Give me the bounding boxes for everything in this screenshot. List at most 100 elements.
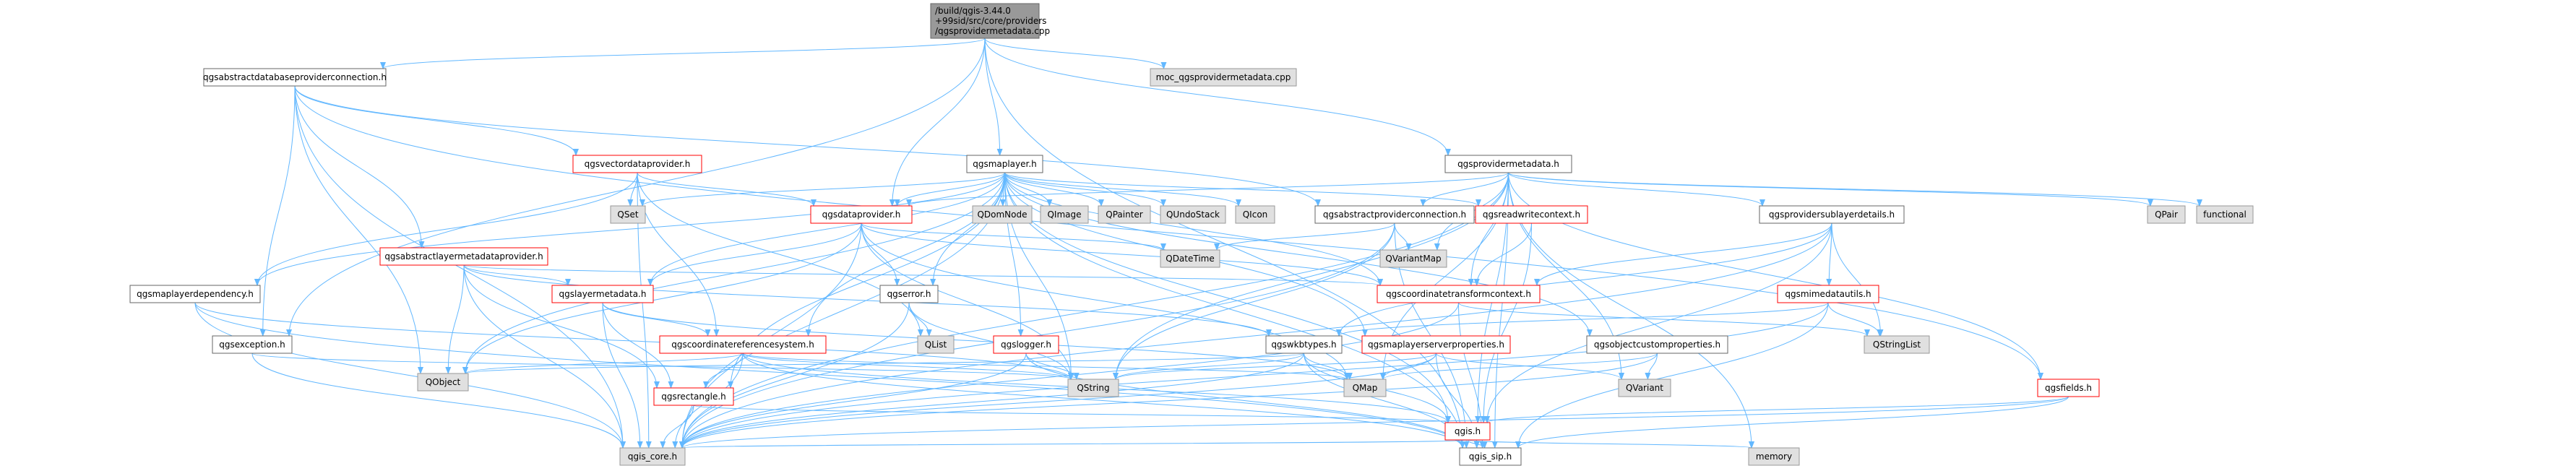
node-qobject[interactable]: QObject <box>417 373 469 392</box>
edge-root-to-qgsexception <box>286 38 986 337</box>
edge-qgsmaplayerserverproperties-to-qstring <box>1113 353 1436 380</box>
edge-root-to-qgsprovidermetadata <box>984 38 1451 156</box>
node-qgscoordinatetransformcontext[interactable]: qgscoordinatetransformcontext.h <box>1377 285 1541 303</box>
node-box <box>1361 335 1511 354</box>
node-label: QDateTime <box>1166 254 1215 264</box>
node-qgis_sip[interactable]: qgis_sip.h <box>1459 447 1522 466</box>
edge-qgsmimedatautils-to-qstringlist <box>1827 302 1883 337</box>
edges <box>194 38 2202 449</box>
node-qgswkbtypes[interactable]: qgswkbtypes.h <box>1265 335 1343 354</box>
node-qpair[interactable]: QPair <box>2147 205 2186 224</box>
node-box <box>966 155 1043 173</box>
node-qgsabstractlayermetadataprovider[interactable]: qgsabstractlayermetadataprovider.h <box>379 247 548 266</box>
edge-qgsabstractdatabaseproviderconnection-to-qgsabstractlayermetadataprovider <box>294 85 425 249</box>
node-qgsobjectcustomproperties[interactable]: qgsobjectcustomproperties.h <box>1586 335 1728 354</box>
edge-qgsmaplayer-to-qgsobjectcustomproperties <box>1004 172 1593 337</box>
node-box <box>1160 249 1220 268</box>
edge-qgsmimedatautils-to-qgis_core <box>679 302 1829 449</box>
edge-qgsabstractlayermetadataprovider-to-qgswkbtypes <box>463 264 1272 337</box>
node-label: qgsvectordataprovider.h <box>585 159 691 169</box>
node-qgsreadwritecontext[interactable]: qgsreadwritecontext.h <box>1475 205 1588 224</box>
node-label: qgsfields.h <box>2045 383 2092 393</box>
node-qgis_core[interactable]: qgis_core.h <box>619 447 686 466</box>
node-qgsmaplayerdependency[interactable]: qgsmaplayerdependency.h <box>129 285 261 303</box>
edge-qgsvectordataprovider-to-qgsdataprovider <box>637 172 817 207</box>
edge-qgserror-to-qstring <box>908 302 1074 380</box>
edge-qgsmaplayerserverproperties-to-qvariant <box>1436 353 1624 380</box>
node-qvariantmap[interactable]: QVariantMap <box>1379 249 1447 268</box>
edge-root-to-qgsdataprovider <box>889 38 986 207</box>
node-label: qgscoordinatetransformcontext.h <box>1386 289 1531 299</box>
node-label: qgslogger.h <box>1001 340 1051 350</box>
node-qstringlist[interactable]: QStringList <box>1864 335 1930 354</box>
node-qgsdataprovider[interactable]: qgsdataprovider.h <box>810 205 913 224</box>
node-qgsmaplayerserverproperties[interactable]: qgsmaplayerserverproperties.h <box>1361 335 1511 354</box>
node-qgslayermetadata[interactable]: qgslayermetadata.h <box>551 285 654 303</box>
node-box <box>879 285 939 303</box>
edge-qgsprovidersublayerdetails-to-qgis <box>1484 222 1832 423</box>
node-box <box>1067 379 1119 397</box>
node-qicon[interactable]: QIcon <box>1235 205 1275 224</box>
node-label: qgswkbtypes.h <box>1271 340 1336 350</box>
edge-qgsprovidermetadata-to-qgsabstractproviderconnection <box>1420 172 1509 207</box>
edge-qgsabstractdatabaseproviderconnection-to-qobject <box>294 85 423 374</box>
node-qpainter[interactable]: QPainter <box>1098 205 1151 224</box>
node-qgsvectordataprovider[interactable]: qgsvectordataprovider.h <box>572 155 702 173</box>
node-label: QList <box>925 340 947 350</box>
node-moc[interactable]: moc_qgsprovidermetadata.cpp <box>1150 68 1297 87</box>
edge-qgsprovidermetadata-to-qgsprovidersublayerdetails <box>1508 172 1765 207</box>
node-qgscoordinatereferencesystem[interactable]: qgscoordinatereferencesystem.h <box>659 335 827 354</box>
edge-qgsprovidermetadata-to-memory <box>1508 172 1754 449</box>
node-label: qgis.h <box>1455 426 1481 436</box>
node-qgsmimedatautils[interactable]: qgsmimedatautils.h <box>1777 285 1879 303</box>
edge-qgslogger-to-qgis_sip <box>1025 353 1465 449</box>
node-qgsprovidermetadata[interactable]: qgsprovidermetadata.h <box>1444 155 1572 173</box>
node-box <box>1459 447 1522 466</box>
node-qgsprovidersublayerdetails[interactable]: qgsprovidersublayerdetails.h <box>1759 205 1905 224</box>
node-qgsabstractproviderconnection[interactable]: qgsabstractproviderconnection.h <box>1314 205 1475 224</box>
node-qgsset[interactable]: QSet <box>610 205 646 224</box>
node-qgsrectangle[interactable]: qgsrectangle.h <box>653 387 734 406</box>
node-qundostack[interactable]: QUndoStack <box>1160 205 1226 224</box>
node-qimage[interactable]: QImage <box>1040 205 1089 224</box>
node-box <box>2196 205 2254 224</box>
node-box <box>203 68 387 87</box>
node-qgslogger[interactable]: qgslogger.h <box>993 335 1059 354</box>
edge-qgswkbtypes-to-qstring <box>1113 353 1304 380</box>
node-qgsfields[interactable]: qgsfields.h <box>2037 379 2100 397</box>
node-box <box>417 373 469 392</box>
node-qgis[interactable]: qgis.h <box>1444 422 1491 441</box>
node-memory[interactable]: memory <box>1748 447 1800 466</box>
edge-qgserror-to-qlist <box>908 302 932 337</box>
edge-qgsfields-to-qgis <box>1484 396 2069 423</box>
node-qgserror[interactable]: qgserror.h <box>879 285 939 303</box>
node-qgsmaplayer[interactable]: qgsmaplayer.h <box>966 155 1043 173</box>
edge-qgsabstractlayermetadataprovider-to-qgslayermetadata <box>463 264 571 286</box>
node-qstring[interactable]: QString <box>1067 379 1119 397</box>
edge-qgis-to-memory <box>1467 439 1754 449</box>
node-label: QStringList <box>1873 340 1921 350</box>
node-qmap[interactable]: QMap <box>1343 379 1387 397</box>
node-label: qgscoordinatereferencesystem.h <box>671 340 814 350</box>
node-label: functional <box>2203 209 2247 220</box>
node-box <box>653 387 734 406</box>
edge-root-to-qgis_sip <box>984 38 1465 449</box>
edge-qgsmimedatautils-to-qgswkbtypes <box>1336 302 1829 337</box>
edge-qgsrectangle-to-qgis_core <box>660 405 694 449</box>
node-qgsexception[interactable]: qgsexception.h <box>212 335 293 354</box>
node-qvariant[interactable]: QVariant <box>1618 379 1671 397</box>
node-qdomnode[interactable]: QDomNode <box>972 205 1033 224</box>
node-functional[interactable]: functional <box>2196 205 2254 224</box>
edge-qgsabstractproviderconnection-to-qstring <box>1113 222 1395 380</box>
edge-qgsfields-to-qgis_sip <box>1515 396 2069 449</box>
edge-qgsdataprovider-to-qgscoordinatetransformcontext <box>861 222 1383 286</box>
node-qdatetime[interactable]: QDateTime <box>1160 249 1220 268</box>
edge-qgsabstractlayermetadataprovider-to-qobject <box>445 264 465 374</box>
node-box <box>1475 205 1588 224</box>
edge-qgsfields-to-qgis_core <box>679 396 2069 449</box>
edge-qgswkbtypes-to-qgis_sip <box>1304 353 1465 449</box>
node-qgsabstractdatabaseproviderconnection[interactable]: qgsabstractdatabaseproviderconnection.h <box>203 68 387 87</box>
edge-qgsabstractdatabaseproviderconnection-to-qgsvectordataprovider <box>294 85 579 156</box>
node-box <box>1759 205 1905 224</box>
node-qlist[interactable]: QList <box>917 335 955 354</box>
